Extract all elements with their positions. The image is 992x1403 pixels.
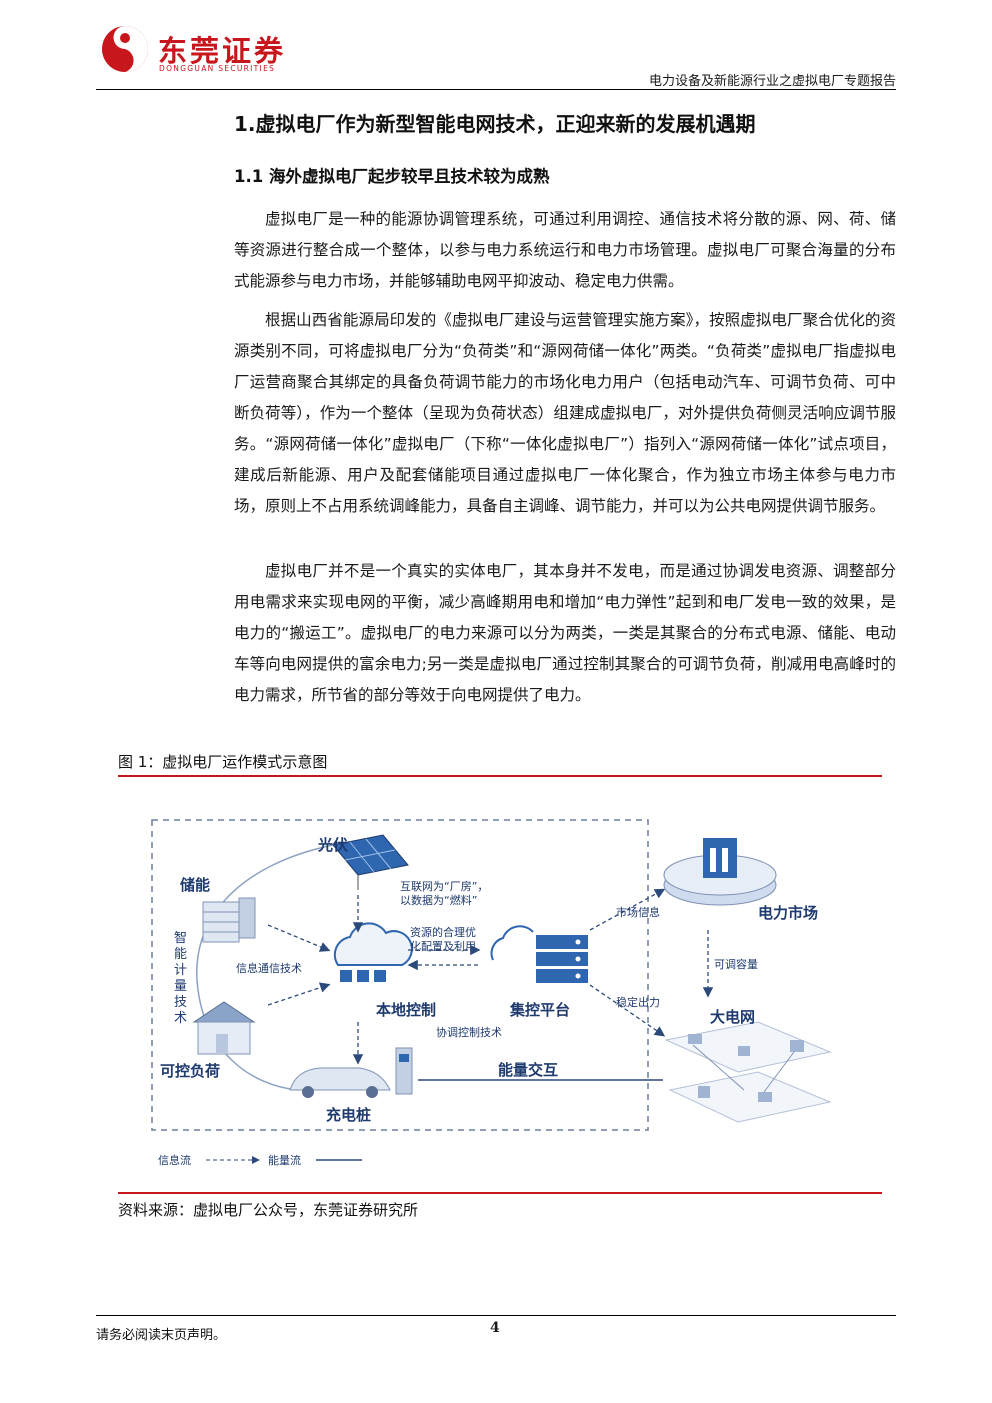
label-resource-opt-2: 化配置及利用: [410, 939, 476, 953]
label-central-platform: 集控平台: [509, 1001, 570, 1019]
header-divider: [96, 89, 896, 90]
virtual-power-plant-diagram: 光伏 储能 智能计量技术 可控负荷 本地控制 信息通信技术 协调控制技术 互联网…: [151, 819, 832, 1167]
label-resource-opt-1: 资源的合理优: [410, 925, 476, 939]
solar-panel-icon: [332, 834, 409, 890]
cloud-icon: [333, 922, 413, 982]
body-paragraph: 根据山西省能源局印发的《虚拟电厂建设与运营管理实施方案》，按照虚拟电厂聚合优化的…: [234, 311, 896, 515]
body-paragraph: 虚拟电厂是一种的能源协调管理系统，可通过利用调控、通信技术将分散的源、网、荷、储…: [234, 210, 896, 290]
legend-info-flow: 信息流: [158, 1153, 191, 1167]
power-market-icon: [663, 838, 777, 906]
electric-car-icon: [289, 1067, 391, 1098]
label-charging-pile: 充电桩: [326, 1106, 371, 1124]
label-pv: 光伏: [317, 836, 348, 854]
page-number: 4: [490, 1320, 500, 1336]
label-storage: 储能: [180, 876, 210, 894]
report-title: 电力设备及新能源行业之虚拟电厂专题报告: [648, 74, 896, 89]
label-energy-exchange: 能量交互: [498, 1061, 558, 1079]
label-info-comm: 信息通信技术: [236, 961, 302, 975]
company-logo: 东莞证券 DONGGUAN SECURITIES: [100, 24, 290, 76]
energy-loop-line: [196, 844, 334, 1091]
battery-storage-icon: [202, 897, 256, 943]
house-icon: [192, 1001, 256, 1055]
body-paragraph: 虚拟电厂并不是一个真实的实体电厂，其本身并不发电，而是通过协调发电资源、调整部分…: [234, 562, 896, 704]
label-market-info: 市场信息: [616, 905, 660, 919]
label-smart-metering: 智能计量技术: [174, 931, 187, 1026]
figure-source: 资料来源：虚拟电厂公众号，东莞证券研究所: [118, 1201, 419, 1219]
figure-top-rule: [118, 775, 882, 777]
section-heading: 1.虚拟电厂作为新型智能电网技术，正迎来新的发展机遇期: [234, 112, 756, 136]
label-local-control: 本地控制: [376, 1001, 436, 1019]
figure-bottom-rule: [118, 1192, 882, 1194]
vpp-boundary: [151, 819, 649, 1131]
figure-caption: 图 1：虚拟电厂运作模式示意图: [118, 753, 328, 771]
logo-mark-icon: [102, 26, 148, 72]
label-power-market: 电力市场: [758, 904, 818, 922]
label-coord-control: 协调控制技术: [436, 1025, 502, 1039]
subsection-heading: 1.1 海外虚拟电厂起步较早且技术较为成熟: [234, 167, 550, 186]
label-grid: 大电网: [710, 1008, 755, 1026]
label-controllable-load: 可控负荷: [160, 1062, 220, 1080]
logo-text-cn: 东莞证券: [158, 34, 287, 68]
charging-pile-icon: [395, 1047, 413, 1095]
logo-text-en: DONGGUAN SECURITIES: [159, 64, 276, 73]
label-internet-plant: 互联网为“厂房”，: [400, 880, 488, 893]
footer-disclaimer: 请务必阅读末页声明。: [96, 1328, 227, 1343]
label-data-fuel: 以数据为“燃料”: [400, 893, 477, 907]
page-header: 东莞证券 DONGGUAN SECURITIES 电力设备及新能源行业之虚拟电厂…: [0, 0, 992, 92]
power-grid-icon: [664, 1021, 832, 1123]
label-adjustable-capacity: 可调容量: [714, 957, 758, 971]
legend-energy-flow: 能量流: [268, 1153, 301, 1167]
server-stack-icon: [490, 925, 588, 983]
footer-divider: [96, 1315, 896, 1316]
info-flow-arrows: [267, 888, 714, 1065]
label-stable-output: 稳定出力: [616, 995, 660, 1009]
